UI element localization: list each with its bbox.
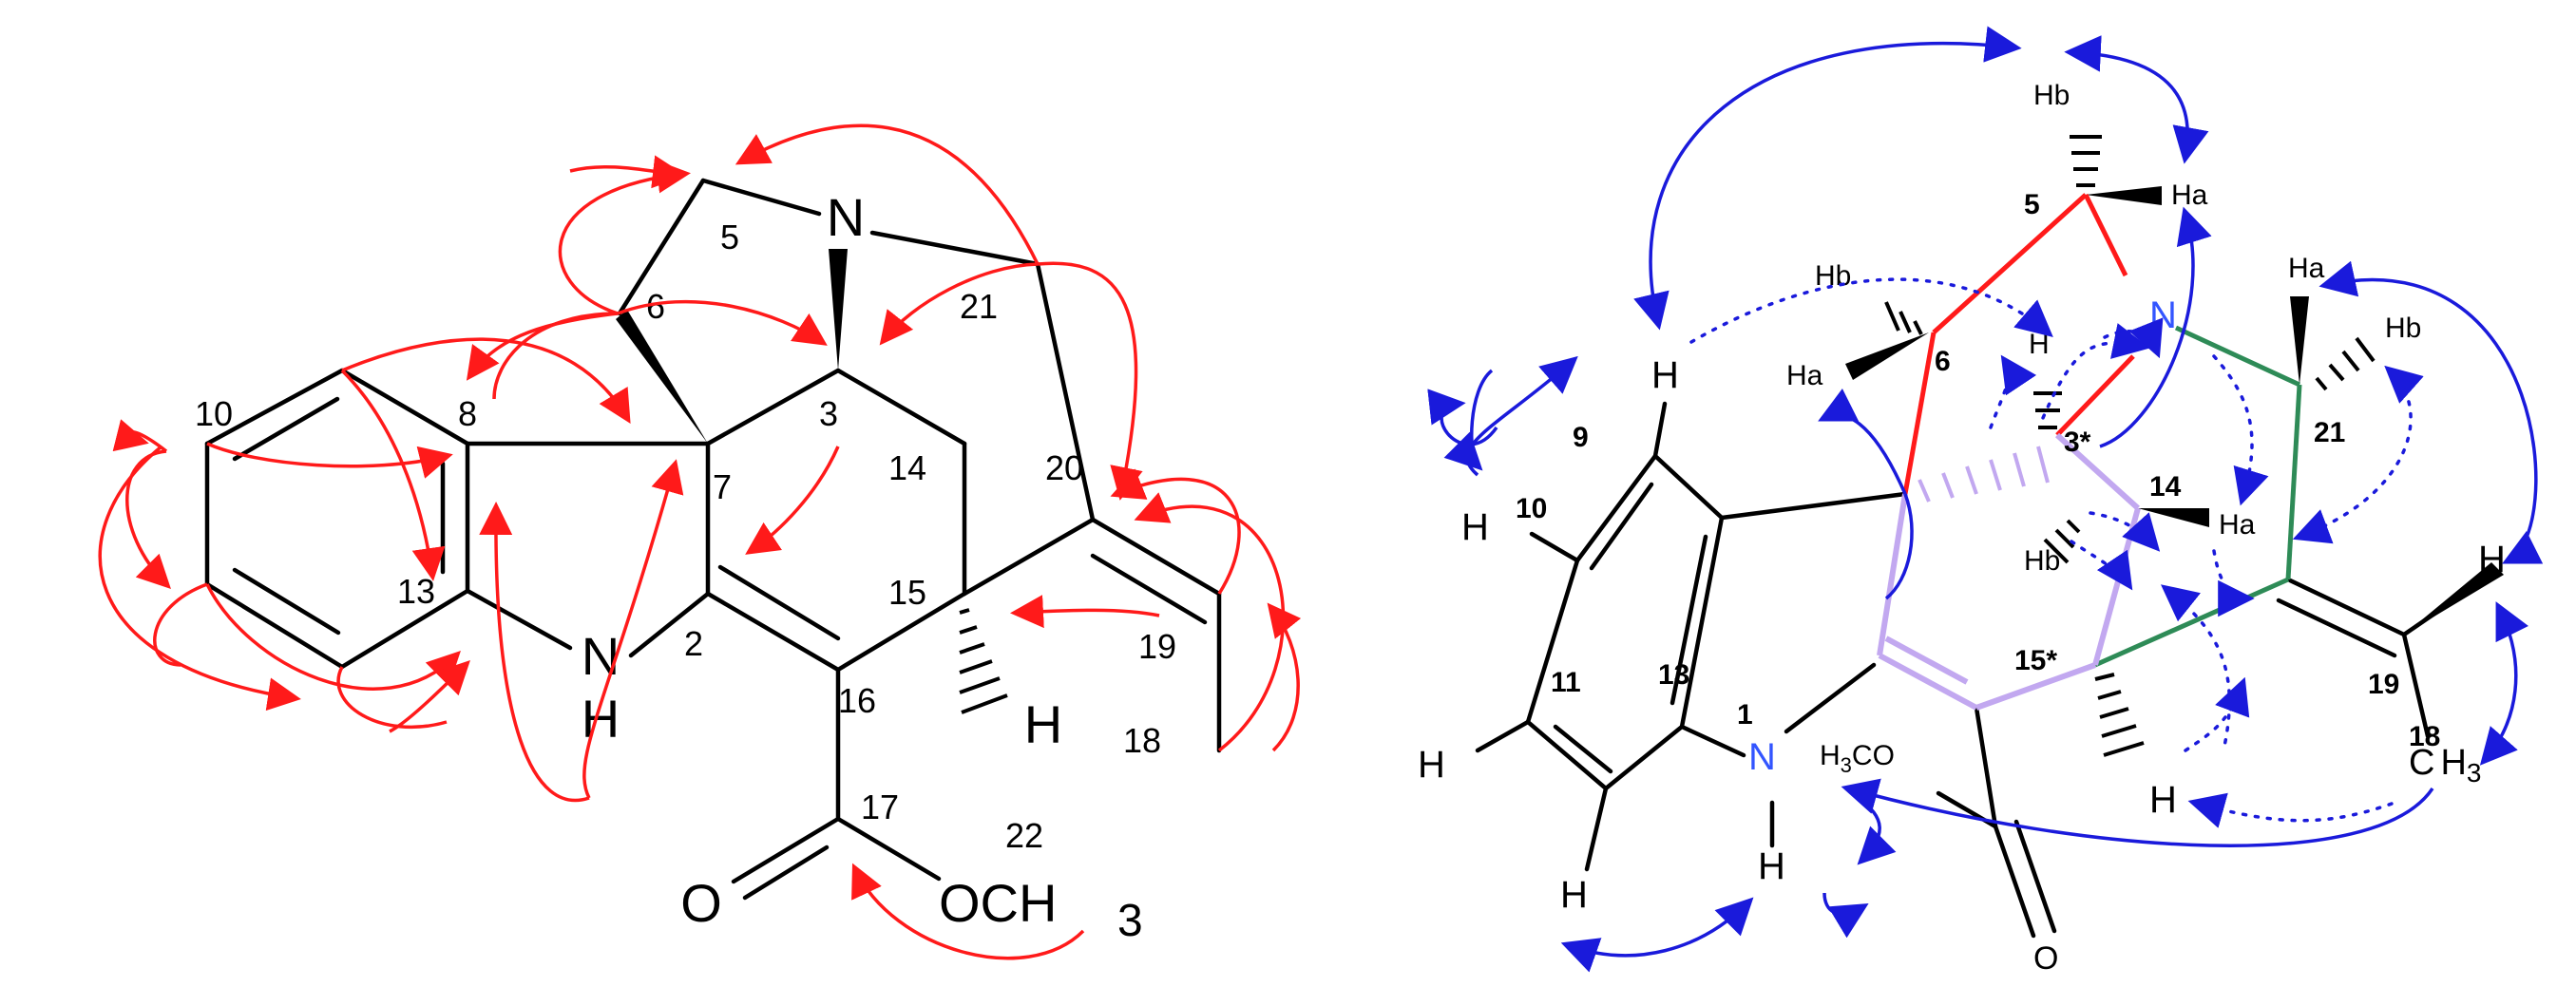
right-h6b-label: Hb xyxy=(1815,260,1851,292)
left-locant: 3 xyxy=(819,394,838,433)
left-locant: 10 xyxy=(195,394,233,433)
right-c18-sub: 3 xyxy=(2467,758,2482,788)
left-n4-label: N xyxy=(827,187,865,247)
right-locant: 9 xyxy=(1573,422,1589,453)
right-h9-label: H xyxy=(1651,354,1679,396)
right-locant: 18 xyxy=(2409,721,2440,752)
right-h3co-h: H xyxy=(1820,740,1841,771)
right-locant: 15* xyxy=(2014,645,2057,676)
left-locant: 19 xyxy=(1138,627,1176,666)
left-n1-label: N xyxy=(582,626,620,686)
right-h5a-label: Ha xyxy=(2171,180,2208,211)
left-ester-o-sub: 3 xyxy=(1117,896,1143,946)
right-h6a-label: Ha xyxy=(1786,360,1823,391)
left-hmbc-arrows xyxy=(98,123,1302,960)
right-proton-labels: Hb Ha Hb Ha Ha Hb Ha Hb xyxy=(1786,80,2421,577)
left-wedges xyxy=(616,249,1008,714)
right-locant: 21 xyxy=(2314,417,2345,448)
right-cosy-purple xyxy=(1877,432,2141,711)
right-h3co-label: H3CO xyxy=(1820,740,1895,777)
left-locant: 7 xyxy=(713,467,732,506)
right-locant: 1 xyxy=(1737,699,1753,731)
right-locant: 5 xyxy=(2024,189,2040,220)
right-h14a-label: Ha xyxy=(2219,509,2256,541)
right-locant: 10 xyxy=(1516,493,1547,524)
left-locant: 22 xyxy=(1005,816,1043,855)
right-h5b-label: Hb xyxy=(2033,80,2070,111)
right-h3-label: H xyxy=(2029,329,2050,360)
right-stereo-bonds xyxy=(1845,135,2504,757)
right-h19-label: H xyxy=(2478,539,2506,580)
left-h15-label: H xyxy=(1024,694,1062,754)
right-h-n1-label: H xyxy=(1758,845,1785,887)
left-locant: 17 xyxy=(861,788,899,826)
right-cosy-red xyxy=(1902,193,2135,495)
left-locant: 16 xyxy=(838,681,876,720)
right-h21a-label: Ha xyxy=(2288,253,2325,284)
right-locant: 3* xyxy=(2064,427,2091,458)
left-locant: 15 xyxy=(888,573,926,612)
left-structure: N N H H O OCH 3 5 21 6 3 10 8 14 20 7 13… xyxy=(98,123,1302,960)
left-locant: 20 xyxy=(1045,448,1083,487)
right-noesy-arrows xyxy=(1427,26,2544,973)
left-ester-o-label: OCH xyxy=(939,873,1057,933)
right-o-label: O xyxy=(2033,940,2058,977)
right-h3co-sub: 3 xyxy=(1841,753,1852,777)
left-locant: 8 xyxy=(458,394,477,433)
right-h14b-label: Hb xyxy=(2024,545,2060,577)
left-h1-label: H xyxy=(582,689,620,749)
right-h11-label: H xyxy=(1418,744,1445,786)
left-bonds xyxy=(204,178,1222,901)
right-n1-label: N xyxy=(1748,736,1776,778)
right-c18-h: H xyxy=(2440,743,2466,783)
right-h3co-tail: CO xyxy=(1852,740,1895,771)
right-locant: 6 xyxy=(1935,346,1951,377)
left-locant: 18 xyxy=(1123,721,1161,760)
left-carbonyl-o-label: O xyxy=(680,873,722,933)
right-structure: N N H O H3CO CH3 H H H H H H H 5 6 3* 14… xyxy=(1418,26,2544,977)
right-c18-c: C xyxy=(2409,743,2434,783)
right-h21b-label: Hb xyxy=(2385,313,2421,344)
left-locant: 21 xyxy=(960,287,998,326)
right-locant: 11 xyxy=(1551,667,1581,698)
right-h12-label: H xyxy=(1560,874,1588,916)
left-atom-labels: N N H H O OCH 3 xyxy=(582,187,1143,946)
left-locant: 5 xyxy=(720,218,739,256)
left-locant: 14 xyxy=(888,448,926,487)
right-h15-label: H xyxy=(2149,779,2177,821)
right-locant: 14 xyxy=(2149,471,2182,503)
right-locant: 13 xyxy=(1658,659,1689,691)
right-noesy-dotted xyxy=(1689,277,2424,828)
left-locant: 6 xyxy=(646,287,665,326)
right-h10-label: H xyxy=(1461,506,1489,548)
right-n4-label: N xyxy=(2149,294,2177,336)
left-locants: 5 21 6 3 10 8 14 20 7 13 2 15 19 16 18 1… xyxy=(195,218,1176,855)
right-locant: 19 xyxy=(2368,669,2399,700)
left-locant: 13 xyxy=(397,572,435,611)
left-locant: 2 xyxy=(684,624,703,663)
